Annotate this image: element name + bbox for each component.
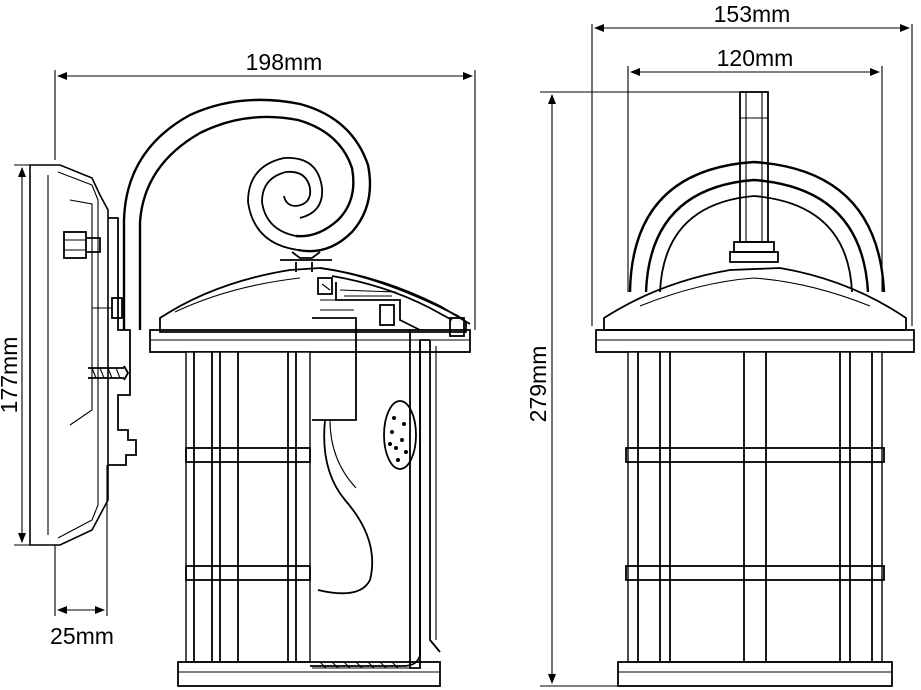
label-overall-depth: 198mm bbox=[246, 49, 323, 75]
label-backplate-height: 177mm bbox=[0, 337, 22, 414]
side-grille bbox=[177, 351, 441, 687]
scroll-arm bbox=[122, 98, 372, 330]
dim-backplate-depth: 25mm bbox=[50, 465, 114, 649]
dim-overall-depth: 198mm bbox=[54, 49, 476, 330]
section-cutaway bbox=[310, 267, 471, 669]
dim-inner-width: 120mm bbox=[627, 45, 883, 292]
side-roof bbox=[149, 262, 471, 353]
label-backplate-depth: 25mm bbox=[50, 623, 114, 649]
label-inner-width: 120mm bbox=[717, 45, 794, 71]
label-total-height: 279mm bbox=[525, 346, 551, 423]
label-outer-width: 153mm bbox=[714, 1, 791, 27]
front-arch bbox=[628, 160, 886, 293]
dim-outer-width: 153mm bbox=[591, 1, 913, 326]
wall-backplate bbox=[29, 164, 130, 546]
front-roof bbox=[595, 267, 915, 353]
front-arm bbox=[729, 91, 779, 263]
front-grille bbox=[617, 351, 893, 687]
dim-total-height: 279mm bbox=[525, 91, 740, 687]
mounting-bracket bbox=[108, 217, 137, 466]
diffuser-dots bbox=[388, 416, 408, 462]
dim-backplate-height: 177mm bbox=[0, 164, 48, 546]
front-view: 153mm 120mm 279mm bbox=[525, 1, 915, 687]
side-view: 198mm 177mm 25mm bbox=[0, 49, 476, 687]
